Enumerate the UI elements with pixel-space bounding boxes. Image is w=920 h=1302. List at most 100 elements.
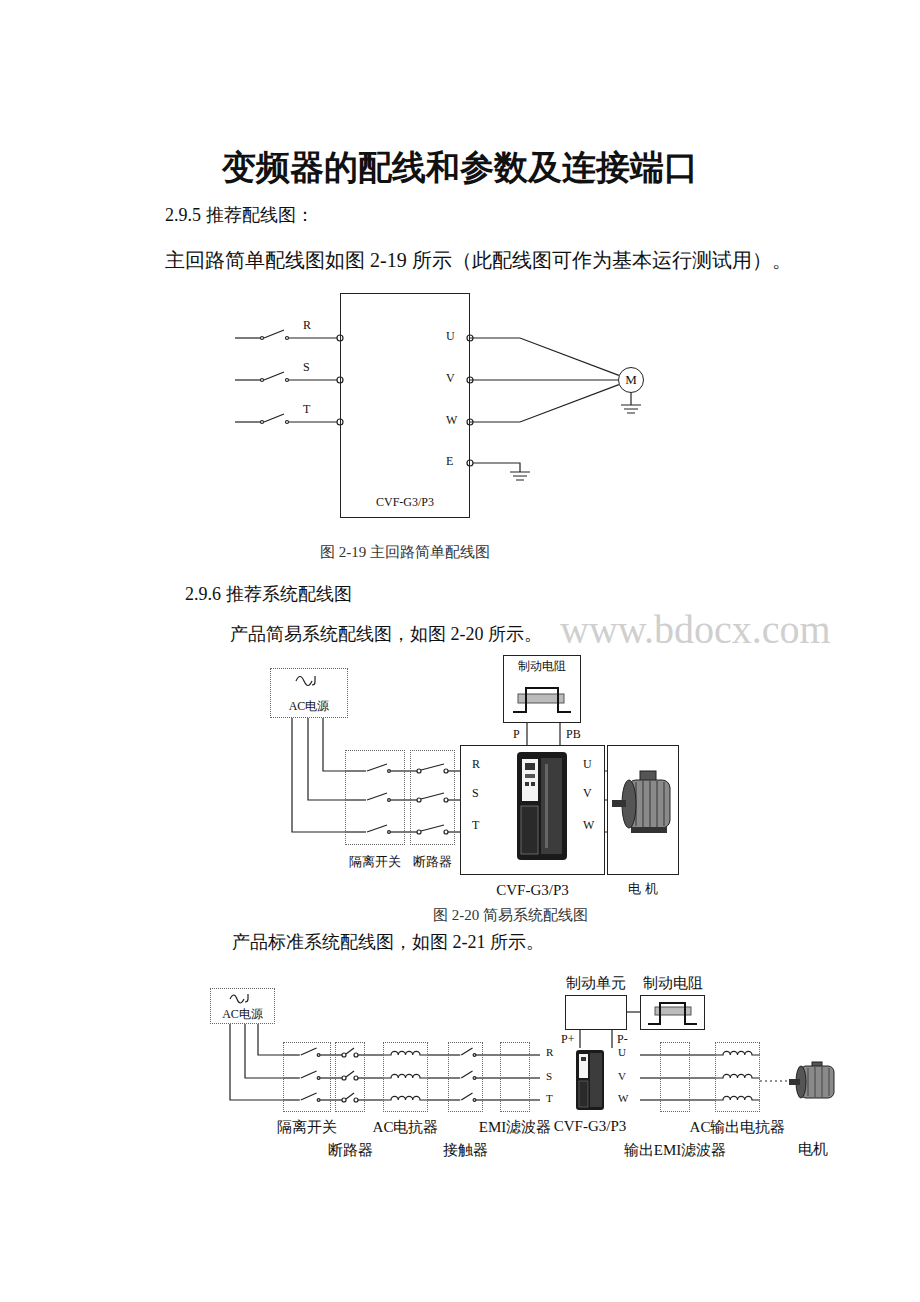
terminal-name: S: [303, 360, 310, 374]
switch-contact: [317, 1054, 320, 1057]
switch-blade: [461, 1071, 472, 1078]
wire: [476, 1099, 483, 1100]
breaker-contact: [444, 769, 448, 773]
brake-resistor-box: 制动电阻: [503, 655, 581, 723]
wire: [559, 723, 560, 745]
terminal-name: W: [583, 818, 594, 832]
ac-symbol: [230, 995, 244, 1003]
terminal-name: U: [618, 1046, 626, 1059]
node-label: EMI滤波器: [479, 1118, 552, 1136]
wire: [690, 1077, 715, 1078]
wire: [283, 1077, 300, 1078]
terminal-name: P-: [617, 1032, 628, 1046]
wire: [760, 1080, 788, 1081]
motor-picture: [612, 771, 670, 833]
wire: [410, 770, 417, 771]
terminal: [467, 460, 473, 466]
terminal-name: V: [618, 1070, 626, 1083]
wire: [476, 1077, 483, 1078]
wire: [627, 1011, 640, 1012]
supply-wire: [289, 421, 337, 422]
filter-wire: [500, 1077, 530, 1078]
wire: [391, 770, 406, 771]
reactor-coil: [383, 1051, 428, 1055]
wire: [358, 1077, 365, 1078]
reactor-coil: [715, 1051, 760, 1055]
breaker-blade: [421, 764, 444, 770]
inverter-box: CVF-G3/P3: [340, 293, 470, 518]
node-label: CVF-G3/P3: [554, 1117, 627, 1135]
wire: [530, 1077, 540, 1078]
breaker-contact: [342, 1076, 346, 1080]
ac-symbol: [296, 677, 312, 686]
wire: [448, 799, 455, 800]
supply-wire: [235, 337, 262, 338]
reactor-box: AC输出电抗器: [715, 1042, 760, 1112]
wire: [391, 799, 406, 800]
ac-symbol: [245, 994, 248, 1002]
breaker-blade: [346, 1071, 354, 1077]
wire: [470, 379, 618, 380]
breaker-contact: [444, 798, 448, 802]
wire: [448, 1099, 460, 1100]
switch-contact: [286, 337, 289, 340]
wire: [448, 1077, 460, 1078]
terminal-name: PB: [566, 727, 581, 741]
filter-wire: [660, 1054, 690, 1055]
breaker-blade: [346, 1048, 354, 1054]
reactor-coil: [383, 1096, 428, 1100]
node-label: AC电源: [289, 699, 330, 713]
breaker-box: 断路器: [410, 750, 455, 845]
terminal-name: W: [446, 413, 457, 427]
terminal-name: U: [583, 757, 592, 771]
switch-blade: [367, 764, 387, 771]
breaker-contact: [417, 769, 421, 773]
resistor-symbol: [513, 688, 571, 712]
terminal-name: E: [446, 454, 453, 468]
inverter-box: CVF-G3/P3: [540, 1048, 640, 1112]
terminal-name: S: [472, 786, 479, 800]
wire: [365, 1077, 383, 1078]
terminal-name: T: [546, 1092, 553, 1105]
supply-wire: [235, 421, 262, 422]
wire: [335, 1077, 342, 1078]
supply-wire: [235, 379, 262, 380]
wire: [245, 1024, 283, 1078]
wire: [526, 723, 527, 745]
reactor-coil: [715, 1096, 760, 1100]
ground-symbol: [510, 472, 530, 480]
resistor-symbol: [648, 1003, 697, 1024]
wire: [230, 1024, 283, 1100]
terminal-name: T: [472, 818, 479, 832]
emi-filter-box: EMI滤波器: [500, 1042, 530, 1112]
wire: [483, 1077, 500, 1078]
switch-contact: [388, 831, 391, 834]
emi-filter-box: 输出EMI滤波器: [660, 1042, 690, 1112]
wire: [320, 1099, 331, 1100]
brake-unit-box: 制动单元: [565, 995, 627, 1030]
node-label: CVF-G3/P3: [496, 881, 569, 899]
switch-contact: [473, 1099, 476, 1102]
page-title: 变频器的配线和参数及连接端口: [0, 148, 920, 189]
section-heading: 2.9.6 推荐系统配线图: [185, 584, 352, 606]
breaker-box: 断路器: [335, 1042, 365, 1112]
wire: [320, 1077, 331, 1078]
wire: [448, 1054, 460, 1055]
wire: [530, 1054, 540, 1055]
breaker-contact: [342, 1053, 346, 1057]
wire: [483, 1099, 500, 1100]
switch-blade: [301, 1071, 317, 1078]
wire: [410, 831, 417, 832]
body-text: 产品简易系统配线图，如图 2-20 所示。: [230, 624, 542, 646]
switch-contact: [317, 1077, 320, 1080]
wire: [428, 1054, 448, 1055]
ac-source-box: AC电源: [270, 668, 348, 718]
switch-contact: [261, 337, 264, 340]
node-label: 隔离开关: [277, 1118, 337, 1136]
wire: [335, 1099, 342, 1100]
body-text: 主回路简单配线图如图 2-19 所示（此配线图可作为基本运行测试用）。: [165, 248, 792, 272]
switch-contact: [388, 799, 391, 802]
inverter-box: CVF-G3/P3: [460, 745, 605, 875]
node-label: 电 机: [628, 881, 657, 897]
